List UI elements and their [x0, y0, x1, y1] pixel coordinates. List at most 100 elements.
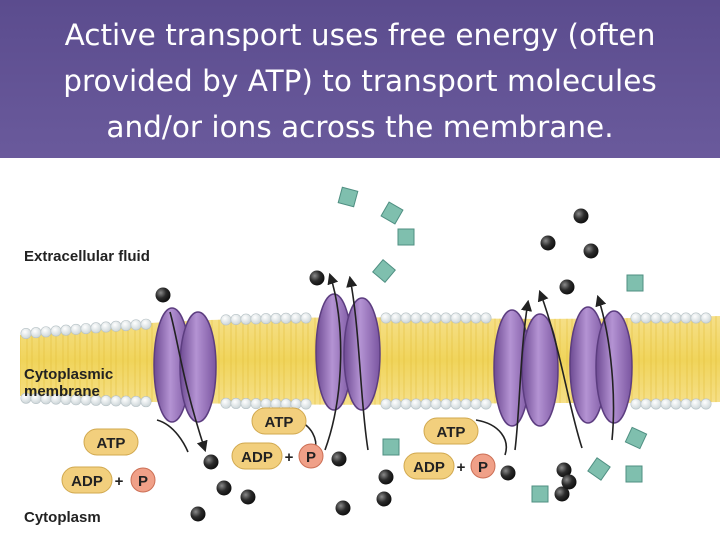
- ion-ball: [240, 489, 256, 505]
- lipid-head: [70, 323, 82, 335]
- lipid-head: [120, 395, 132, 407]
- lipid-head: [650, 312, 662, 324]
- lipid-head: [230, 314, 242, 326]
- ion-ball: [190, 506, 206, 522]
- lipid-head: [460, 312, 472, 324]
- molecule-square: [372, 259, 396, 283]
- ion-ball: [216, 480, 232, 496]
- lipid-head: [390, 312, 402, 324]
- lipid-head: [80, 323, 92, 335]
- lipid-head: [250, 313, 262, 325]
- atp-label: ATP: [265, 414, 294, 431]
- lipid-head: [50, 325, 62, 337]
- transport-protein-4: [569, 306, 633, 424]
- lipid-head: [390, 398, 402, 410]
- lipid-head: [430, 398, 442, 410]
- membrane-label-line2: membrane: [24, 383, 100, 400]
- lipid-head: [420, 398, 432, 410]
- lipid-head: [480, 398, 492, 410]
- atp-label: ATP: [97, 435, 126, 452]
- transport-protein-2: [315, 293, 381, 411]
- lipid-head: [660, 398, 672, 410]
- transport-proteins: [153, 293, 633, 427]
- phosphate-label: P: [478, 459, 488, 476]
- ion-ball: [540, 235, 556, 251]
- transport-protein-1: [153, 307, 217, 423]
- ion-ball: [203, 454, 219, 470]
- lipid-head: [220, 314, 232, 326]
- lipid-head: [440, 312, 452, 324]
- phosphate-label: P: [138, 473, 148, 490]
- molecule-square: [397, 228, 415, 246]
- lipid-head: [300, 398, 312, 410]
- atp-label: ATP: [437, 424, 466, 441]
- lipid-head: [440, 398, 452, 410]
- lipid-head: [140, 318, 152, 330]
- lipid-head: [460, 398, 472, 410]
- lipid-head: [30, 327, 42, 339]
- ion-ball: [376, 491, 392, 507]
- lipid-head: [290, 312, 302, 324]
- lipid-head: [110, 395, 122, 407]
- lipid-head: [40, 326, 52, 338]
- molecule-square: [625, 465, 643, 483]
- molecule-square: [382, 438, 400, 456]
- ion-ball: [554, 486, 570, 502]
- lipid-head: [400, 312, 412, 324]
- molecule-square: [624, 426, 648, 450]
- ion-ball: [335, 500, 351, 516]
- lipid-head: [120, 320, 132, 332]
- lipid-head: [220, 397, 232, 409]
- lipid-head: [700, 398, 712, 410]
- title-banner: Active transport uses free energy (often…: [0, 0, 720, 158]
- lipid-head: [130, 395, 142, 407]
- atp-hydrolysis-3: ATP ADP + P: [403, 417, 496, 480]
- lipid-head: [90, 322, 102, 334]
- lipid-head: [640, 398, 652, 410]
- lipid-head: [100, 395, 112, 407]
- lipid-head: [690, 312, 702, 324]
- lipid-head: [380, 398, 392, 410]
- lipid-head: [240, 398, 252, 410]
- adp-label: ADP: [241, 449, 273, 466]
- lipid-head: [100, 321, 112, 333]
- lipid-head: [700, 312, 712, 324]
- lipid-head: [270, 398, 282, 410]
- lipid-head: [300, 312, 312, 324]
- ion-ball: [331, 451, 347, 467]
- lipid-head: [480, 312, 492, 324]
- lipid-head: [410, 312, 422, 324]
- lipid-head: [450, 398, 462, 410]
- lipid-head: [450, 312, 462, 324]
- lipid-head: [250, 398, 262, 410]
- extracellular-fluid-label: Extracellular fluid: [24, 248, 150, 265]
- lipid-head: [670, 312, 682, 324]
- transport-diagram: ATP ADP + P ATP ADP + P ATP ADP + P: [20, 186, 720, 522]
- lipid-head: [20, 327, 32, 339]
- atp-hydrolysis-1: ATP ADP + P: [61, 428, 156, 494]
- lipid-head: [670, 398, 682, 410]
- lipid-head: [260, 313, 272, 325]
- adp-label: ADP: [71, 473, 103, 490]
- phosphate-label: P: [306, 449, 316, 466]
- lipid-head: [420, 312, 432, 324]
- transport-protein-3: [493, 309, 559, 427]
- plus-sign: +: [285, 449, 294, 466]
- lipid-head: [60, 324, 72, 336]
- lipid-head: [240, 313, 252, 325]
- membrane-label-line1: Cytoplasmic: [24, 366, 114, 383]
- transported-ions: [155, 208, 599, 522]
- molecule-square: [380, 201, 404, 225]
- molecule-square: [587, 457, 611, 481]
- lipid-heads-outer: [20, 312, 712, 339]
- adp-label: ADP: [413, 459, 445, 476]
- lipid-head: [260, 398, 272, 410]
- molecule-square: [337, 186, 359, 208]
- lipid-head: [410, 398, 422, 410]
- lipid-head: [630, 398, 642, 410]
- active-transport-figure: ATP ADP + P ATP ADP + P ATP ADP + P: [0, 158, 720, 540]
- lipid-head: [140, 396, 152, 408]
- ion-ball: [500, 465, 516, 481]
- lipid-head: [110, 320, 122, 332]
- lipid-head: [230, 397, 242, 409]
